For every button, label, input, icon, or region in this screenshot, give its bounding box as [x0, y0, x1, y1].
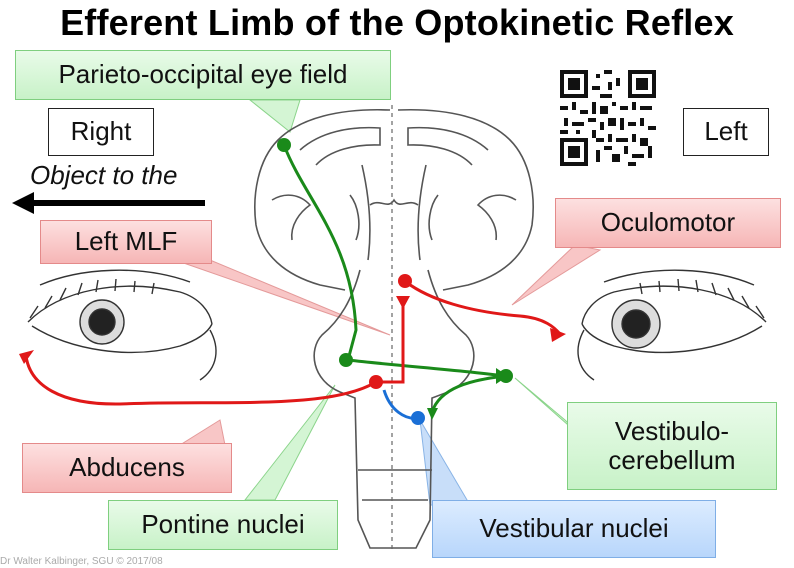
vestibulocerebellum-label: Vestibulo- cerebellum — [567, 402, 777, 490]
parieto-occipital-label: Parieto-occipital eye field — [15, 50, 391, 100]
green-arrowhead — [427, 408, 438, 420]
parieto-callout-pointer — [248, 99, 301, 133]
red-pathway — [24, 280, 562, 406]
qr-code-icon — [560, 70, 656, 166]
arrow-left-icon — [12, 192, 205, 214]
pontine-nuclei-label: Pontine nuclei — [108, 500, 338, 550]
left-mlf-label: Left MLF — [40, 220, 212, 264]
pontine-nucleus-dot — [339, 353, 353, 367]
red-arrowhead — [550, 328, 566, 342]
object-direction-label: Object to the — [30, 160, 178, 190]
mlf-callout-pointer — [174, 259, 391, 336]
vestibular-callout-pointer — [419, 419, 471, 506]
vestibulocerebellum-line2: cerebellum — [608, 445, 736, 475]
red-arrowhead — [396, 296, 410, 309]
credit-text: Dr Walter Kalbinger, SGU © 2017/08 — [0, 556, 163, 567]
abducens-callout-pointer — [178, 419, 226, 446]
vestibulocerebellum-line1: Vestibulo- — [614, 415, 730, 446]
eye-icon — [27, 269, 217, 381]
green-pathway — [282, 144, 506, 413]
oculomotor-nucleus-dot — [398, 274, 412, 288]
oculomotor-label: Oculomotor — [555, 198, 781, 248]
brainstem-outline — [313, 269, 475, 549]
vestibular-nuclei-label: Vestibular nuclei — [432, 500, 716, 558]
left-label: Left — [683, 108, 769, 156]
abducens-nucleus-dot — [369, 375, 383, 389]
vestibular-nucleus-dot — [411, 411, 425, 425]
vestibulocerebellum-dot — [499, 369, 513, 383]
brain-outline — [254, 108, 534, 291]
oculomotor-callout-pointer — [511, 244, 602, 306]
page-title: Efferent Limb of the Optokinetic Reflex — [60, 2, 734, 43]
parieto-nucleus-dot — [277, 138, 291, 152]
abducens-label: Abducens — [22, 443, 232, 493]
red-arrowhead — [19, 350, 34, 364]
eye-icon — [577, 269, 767, 381]
right-label: Right — [48, 108, 154, 156]
